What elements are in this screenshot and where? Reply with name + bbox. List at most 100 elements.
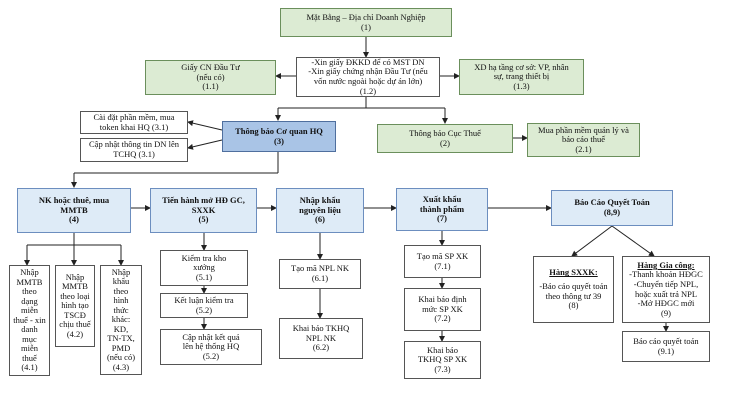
node-5-2b-num: (5.2)	[202, 350, 220, 361]
node-9-l2: hoặc xuất trả NPL	[634, 288, 698, 299]
node-2-title: Thông báo Cục Thuế	[409, 127, 481, 138]
node-9-1-num: (9.1)	[657, 345, 675, 356]
node-7-1-product-code: Tạo mã SP XK (7.1)	[404, 245, 481, 278]
node-3-1-line1: Cài đặt phần mềm, mua	[93, 111, 175, 122]
node-4-3-l3: hình	[113, 295, 129, 306]
node-7-line2: thành phẩm	[419, 203, 465, 214]
node-5-2b-line2: lên hệ thống HQ	[182, 341, 240, 352]
node-5-2-inspection-result: Kết luận kiểm tra (5.2)	[160, 293, 248, 318]
node-4-3-l4: thức	[113, 304, 129, 315]
node-4-num: (4)	[69, 214, 79, 225]
node-5-line1: Tiến hành mở HĐ GC,	[162, 195, 245, 206]
node-4-1-l3: dạng	[21, 295, 38, 306]
node-3-1b-line1: Cập nhật thông tin DN lên	[89, 139, 179, 150]
node-9-processing: Hàng Gia công: -Thanh khoản HĐGC -Chuyển…	[622, 256, 710, 323]
node-5-1-num: (5.1)	[195, 271, 213, 282]
node-9-head: Hàng Gia công:	[637, 259, 695, 270]
node-7-3-export-declaration: Khai báo TKHQ SP XK (7.3)	[404, 341, 481, 379]
node-5-2-update-system: Cập nhật kết quả lên hệ thống HQ (5.2)	[160, 329, 262, 365]
node-6-import-materials: Nhập khẩu nguyên liệu (6)	[276, 188, 364, 233]
node-1-num: (1)	[361, 21, 371, 32]
node-1-title: Mặt Bằng – Địa chỉ Doanh Nghiệp	[306, 11, 426, 22]
node-4-1-l4: miễn	[21, 305, 38, 316]
node-5-1-line2: xưởng	[193, 262, 215, 273]
node-4-1-num: (4.1)	[21, 362, 38, 373]
node-5-1-warehouse-check: Kiểm tra kho xưởng (5.1)	[160, 250, 248, 286]
node-4-line2: MMTB	[60, 204, 88, 215]
node-3-num: (3)	[274, 135, 284, 146]
node-7-2-line2: mức SP XK	[422, 303, 463, 314]
node-8-9-num: (8,9)	[603, 207, 621, 217]
node-4-3-l8: PMD	[111, 342, 131, 353]
node-1-1-num: (1.1)	[202, 81, 219, 92]
node-6-2-import-declaration: Khai báo TKHQ NPL NK (6.2)	[279, 318, 363, 359]
node-4-3-l9: (nếu có)	[106, 352, 136, 363]
node-5-2a-line1: Kết luận kiểm tra	[174, 294, 234, 305]
node-4-3-l6: KD,	[113, 323, 129, 334]
node-6-2-num: (6.2)	[312, 342, 330, 353]
node-4-2-num: (4.2)	[66, 328, 84, 339]
node-7-3-line1: Khai báo	[427, 344, 458, 355]
node-9-1-line1: Báo cáo quyết toán	[633, 335, 699, 346]
node-4-2-fixed-assets: Nhập MMTB theo loại hình tạo TSCĐ chịu t…	[55, 265, 95, 347]
node-6-line2: nguyên liệu	[299, 204, 341, 215]
node-4-3-l7: TN-TX,	[107, 333, 135, 344]
node-1-2-line2: -Xin giấy chứng nhận Đầu Tư (nếu	[308, 66, 428, 77]
node-3-1-install-software: Cài đặt phần mềm, mua token khai HQ (3.1…	[80, 111, 188, 134]
node-1-2-business-registration: -Xin giấy ĐKKD để có MST DN -Xin giấy ch…	[296, 57, 440, 97]
node-4-2-l5: chịu thuế	[59, 319, 91, 330]
node-4-1-l2: theo	[22, 286, 37, 297]
node-4-line1: NK hoặc thuê, mua	[38, 195, 110, 206]
node-4-2-l4: TSCĐ	[64, 309, 86, 320]
node-2-1-line1: Mua phần mềm quản lý và	[538, 124, 629, 135]
node-4-3-l2: theo	[113, 285, 129, 296]
node-1-2-line1: -Xin giấy ĐKKD để có MST DN	[311, 57, 425, 67]
node-3-1-update-info: Cập nhật thông tin DN lên TCHQ (3.1)	[80, 138, 188, 162]
node-4-1-l8: miễn	[21, 343, 38, 354]
node-9-l0: -Thanh khoản HĐGC	[629, 269, 703, 280]
node-5-line2: SXXK	[191, 204, 216, 215]
node-2-num: (2)	[440, 137, 450, 148]
node-1-1-sub: (nếu có)	[196, 71, 225, 82]
node-8-9-settlement-report: Báo Cáo Quyết Toán (8,9)	[551, 190, 673, 226]
node-1-1-investment-cert: Giấy CN Đầu Tư (nếu có) (1.1)	[145, 60, 276, 95]
node-8-line2: theo thông tư 39	[545, 290, 602, 301]
node-5-2a-num: (5.2)	[195, 304, 213, 315]
node-1-3-num: (1.3)	[513, 80, 530, 91]
node-4-1-l7: mục	[22, 333, 37, 344]
node-4-3-other-forms: Nhập khẩu theo hình thức khác: KD, TN-TX…	[100, 265, 142, 375]
node-1-3-line2: sự, trang thiết bị	[493, 71, 550, 82]
node-8-head: Hàng SXXK:	[549, 267, 598, 278]
node-7-2-line1: Khai báo định	[418, 294, 467, 305]
node-4-1-l0: Nhập	[20, 267, 39, 278]
node-7-2-norm-declaration: Khai báo định mức SP XK (7.2)	[404, 288, 481, 331]
node-7-num: (7)	[437, 213, 447, 224]
node-1-3-infrastructure: XD hạ tầng cơ sở: VP, nhân sự, trang thi…	[459, 59, 584, 95]
node-4-2-l0: Nhập	[65, 271, 85, 282]
node-6-2-line2: NPL NK	[305, 332, 337, 343]
node-6-1-num: (6.1)	[311, 273, 329, 283]
node-4-2-l1: MMTB	[62, 281, 88, 292]
node-7-1-line1: Tạo mã SP XK	[416, 250, 469, 261]
node-9-1-settlement: Báo cáo quyết toán (9.1)	[622, 331, 710, 362]
node-6-1-material-code: Tạo mã NPL NK (6.1)	[279, 259, 361, 289]
node-5-num: (5)	[198, 214, 209, 225]
node-7-2-num: (7.2)	[434, 313, 451, 324]
node-9-l3: -Mở HĐGC mới	[637, 298, 695, 309]
node-1-2-num: (1.2)	[359, 85, 377, 96]
node-3-customs-notice: Thông báo Cơ quan HQ (3)	[222, 121, 336, 152]
node-4-1-l9: thuế	[22, 352, 37, 363]
node-5-2b-line1: Cập nhật kết quả	[182, 331, 240, 342]
node-8-export-production: Hàng SXXK: -Báo cáo quyết toán theo thôn…	[533, 256, 614, 323]
node-2-1-num: (2.1)	[575, 143, 592, 154]
node-3-1b-line2: TCHQ (3.1)	[113, 149, 155, 159]
node-1-1-title: Giấy CN Đầu Tư	[181, 62, 240, 73]
node-2-tax-notice: Thông báo Cục Thuế (2)	[377, 124, 513, 153]
node-4-2-l2: theo loại	[60, 290, 90, 301]
node-2-1-tax-software: Mua phần mềm quản lý và báo cáo thuế (2.…	[527, 123, 640, 157]
node-4-3-l5: khác:	[111, 314, 131, 325]
node-7-export-products: Xuất khẩu thành phẩm (7)	[396, 188, 488, 231]
node-7-line1: Xuất khẩu	[422, 194, 462, 205]
node-5-open-contract: Tiến hành mở HĐ GC, SXXK (5)	[150, 188, 257, 233]
